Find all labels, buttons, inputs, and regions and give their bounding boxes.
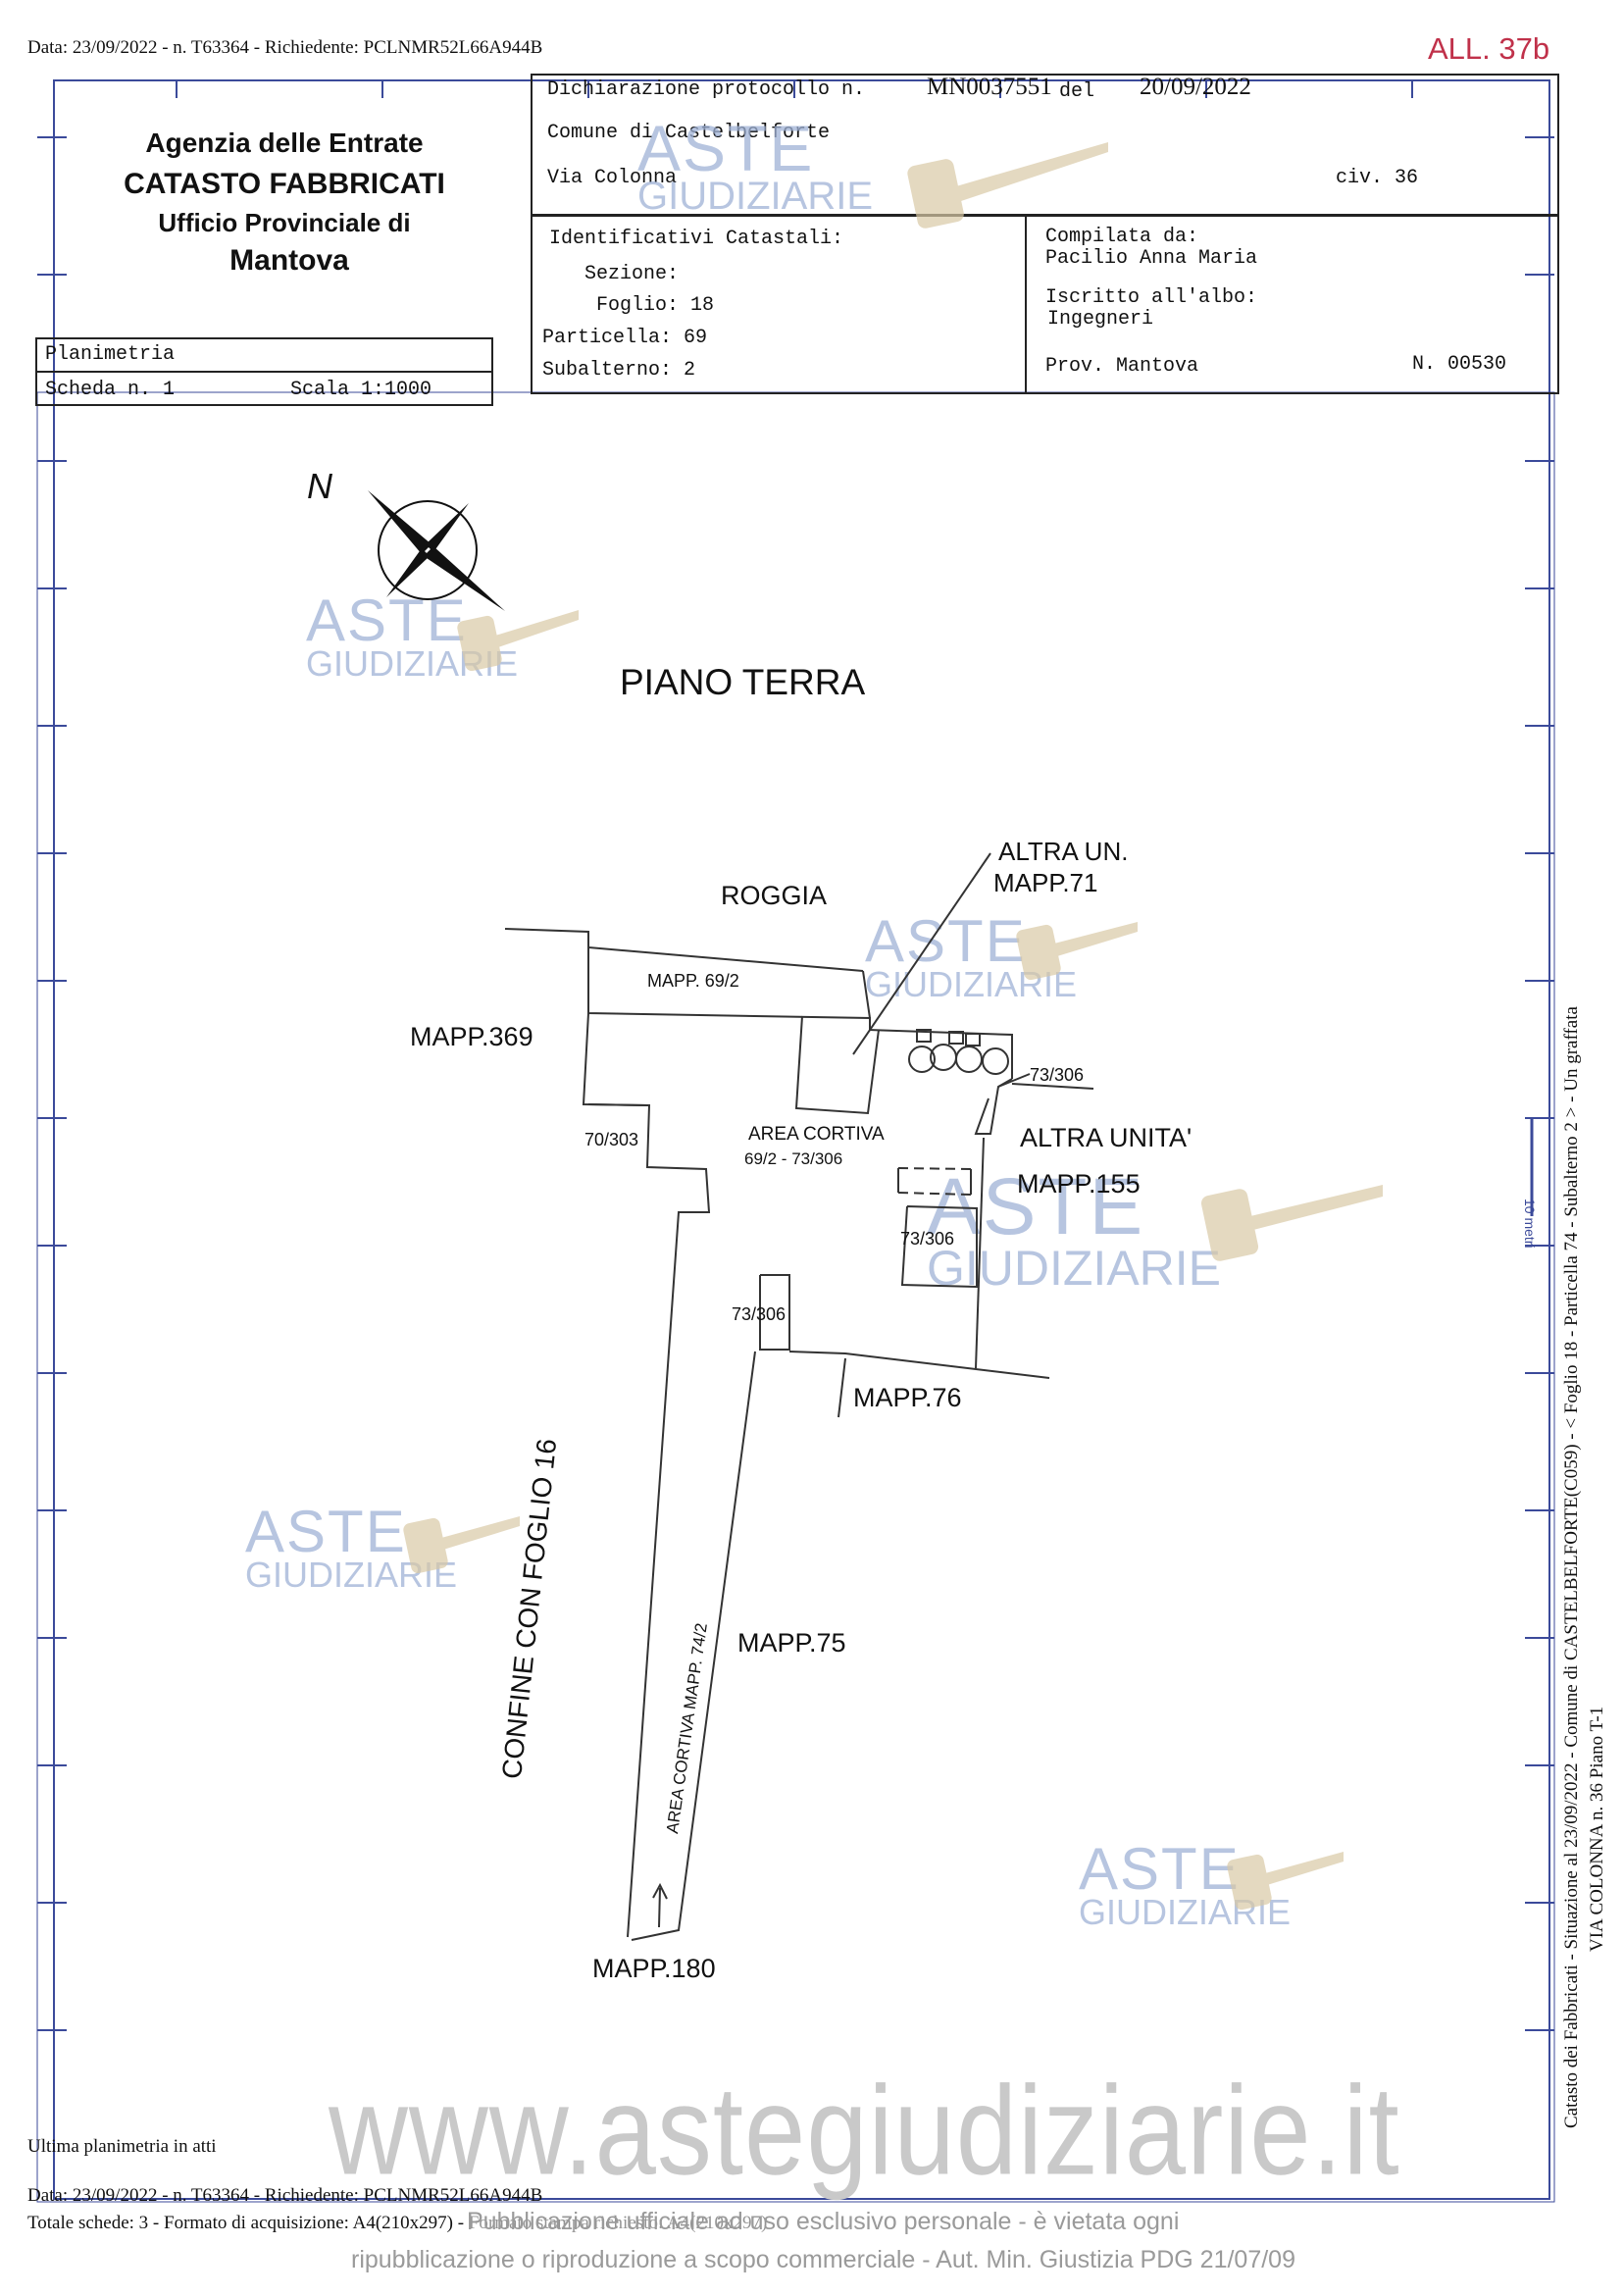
publication-notice-1: Pubblicazione ufficiale ad uso esclusivo…: [467, 2208, 1180, 2236]
compiler-name: Pacilio Anna Maria: [1045, 247, 1258, 270]
identifiers-title: Identificativi Catastali:: [549, 228, 844, 250]
via-label: Via Colonna: [547, 167, 678, 189]
website-watermark: www.astegiudiziarie.it: [329, 2060, 1400, 2202]
label-area-cortiva-ref: 69/2 - 73/306: [744, 1149, 843, 1168]
office-city: Mantova: [229, 244, 349, 277]
label-altra-un: ALTRA UN.: [998, 837, 1129, 866]
allegato-label: ALL. 37b: [1428, 31, 1550, 66]
label-73-306-top: 73/306: [1030, 1065, 1085, 1085]
gavel-icon: [1016, 922, 1138, 981]
particella-label: Particella: 69: [542, 327, 708, 349]
civ-label: civ. 36: [1336, 167, 1419, 189]
watermark-aste-text: ASTE: [306, 587, 468, 653]
scala-label: Scala 1:1000: [290, 379, 432, 401]
watermark-aste-text: ASTE: [637, 112, 815, 184]
label-roggia: ROGGIA: [721, 881, 828, 910]
side-address-line: VIA COLONNA n. 36 Piano T-1: [1587, 1706, 1607, 1952]
del-label: del: [1059, 80, 1095, 103]
compiled-box: [1025, 215, 1559, 394]
scheda-number: Scheda n. 1: [45, 379, 176, 401]
watermark-aste-text: ASTE: [927, 1162, 1145, 1251]
agency-name: Agenzia delle Entrate: [145, 128, 424, 158]
label-70-303: 70/303: [584, 1130, 639, 1149]
label-altra-unita: ALTRA UNITA': [1020, 1123, 1193, 1152]
gavel-icon: [403, 1516, 520, 1574]
label-mapp180: MAPP.180: [592, 1954, 716, 1983]
label-mapp369: MAPP.369: [410, 1022, 533, 1051]
protocol-number: MN0037551: [927, 74, 1052, 100]
catasto-title: CATASTO FABBRICATI: [124, 168, 445, 200]
sezione-label: Sezione:: [584, 263, 680, 285]
declaration-label: Dichiarazione protocollo n.: [547, 78, 866, 101]
label-area-cortiva: AREA CORTIVA: [748, 1124, 885, 1145]
label-73-306-box: 73/306: [900, 1229, 955, 1249]
label-mapp69-2: MAPP. 69/2: [647, 971, 739, 991]
watermark-aste: ASTE GIUDIZIARIE: [637, 116, 873, 216]
floor-title: PIANO TERRA: [620, 662, 866, 702]
gavel-icon: [457, 610, 579, 672]
subalterno-label: Subalterno: 2: [542, 359, 696, 382]
office-label: Ufficio Provinciale di: [158, 207, 411, 237]
gavel-icon: [1200, 1185, 1383, 1261]
gavel-icon: [907, 142, 1108, 229]
label-73-306-small: 73/306: [732, 1304, 787, 1324]
watermark-aste: ASTE GIUDIZIARIE: [1079, 1840, 1291, 1930]
compass-rose: [368, 490, 505, 611]
prov-label: Prov. Mantova: [1045, 355, 1199, 378]
footer-data-line: Data: 23/09/2022 - n. T63364 - Richieden…: [27, 2185, 543, 2206]
header-data-line: Data: 23/09/2022 - n. T63364 - Richieden…: [27, 37, 543, 58]
compiled-label: Compilata da:: [1045, 226, 1199, 248]
watermark-aste-text: ASTE: [1079, 1836, 1241, 1902]
label-mapp75: MAPP.75: [737, 1628, 846, 1658]
scheda-divider: [35, 371, 493, 373]
registration-number: N. 00530: [1412, 353, 1507, 376]
compass-north-arrow: [368, 490, 431, 554]
watermark-aste-text: ASTE: [245, 1499, 407, 1564]
albo-value: Ingegneri: [1047, 308, 1154, 331]
gavel-icon: [1227, 1852, 1344, 1911]
watermark-giudiziarie-text: GIUDIZIARIE: [637, 175, 874, 218]
footer-ultima: Ultima planimetria in atti: [27, 2136, 217, 2157]
label-mapp71: MAPP.71: [993, 868, 1098, 897]
publication-notice-2: ripubblicazione o riproduzione a scopo c…: [351, 2246, 1295, 2273]
foglio-label: Foglio: 18: [596, 294, 715, 317]
scale-marker-label: 10 metri: [1522, 1199, 1538, 1249]
protocol-date: 20/09/2022: [1140, 74, 1251, 100]
comune-label: Comune di Castelbelforte: [547, 122, 831, 144]
side-situation-line: Catasto dei Fabbricati - Situazione al 2…: [1561, 1006, 1582, 2128]
north-label: N: [307, 466, 332, 506]
agency-block: Agenzia delle Entrate CATASTO FABBRICATI…: [59, 126, 510, 280]
label-mapp155: MAPP.155: [1017, 1169, 1141, 1199]
planimetria-label: Planimetria: [45, 343, 176, 366]
albo-label: Iscritto all'albo:: [1045, 286, 1258, 309]
label-mapp76: MAPP.76: [853, 1383, 962, 1412]
compass-circle: [378, 500, 478, 600]
